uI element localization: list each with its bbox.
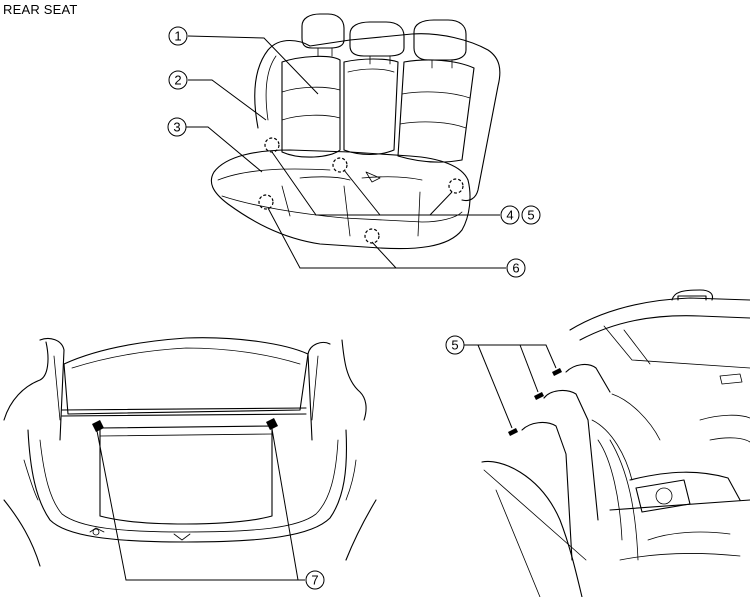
cabin-drawing [481, 289, 750, 597]
svg-text:3: 3 [173, 120, 180, 135]
svg-text:1: 1 [174, 29, 181, 44]
svg-text:7: 7 [311, 573, 318, 588]
trunk-drawing [3, 337, 377, 567]
svg-text:2: 2 [174, 73, 181, 88]
callout-6: 6 [506, 258, 526, 278]
callout-2: 2 [168, 70, 188, 90]
callout-5-top: 5 [521, 205, 541, 225]
callout-3: 3 [167, 117, 187, 137]
trunk-leader-lines [96, 428, 305, 581]
callout-1: 1 [168, 26, 188, 46]
svg-text:5: 5 [527, 208, 534, 223]
callout-7: 7 [305, 570, 325, 590]
svg-text:6: 6 [512, 261, 519, 276]
cabin-leader-lines [464, 344, 557, 429]
callout-5-cabin: 5 [445, 335, 465, 355]
top-leader-lines [186, 35, 506, 269]
rear-seat-drawing [210, 13, 501, 250]
svg-text:5: 5 [451, 338, 458, 353]
callout-4: 4 [500, 205, 520, 225]
svg-text:4: 4 [506, 208, 513, 223]
page-title: REAR SEAT [3, 2, 78, 17]
